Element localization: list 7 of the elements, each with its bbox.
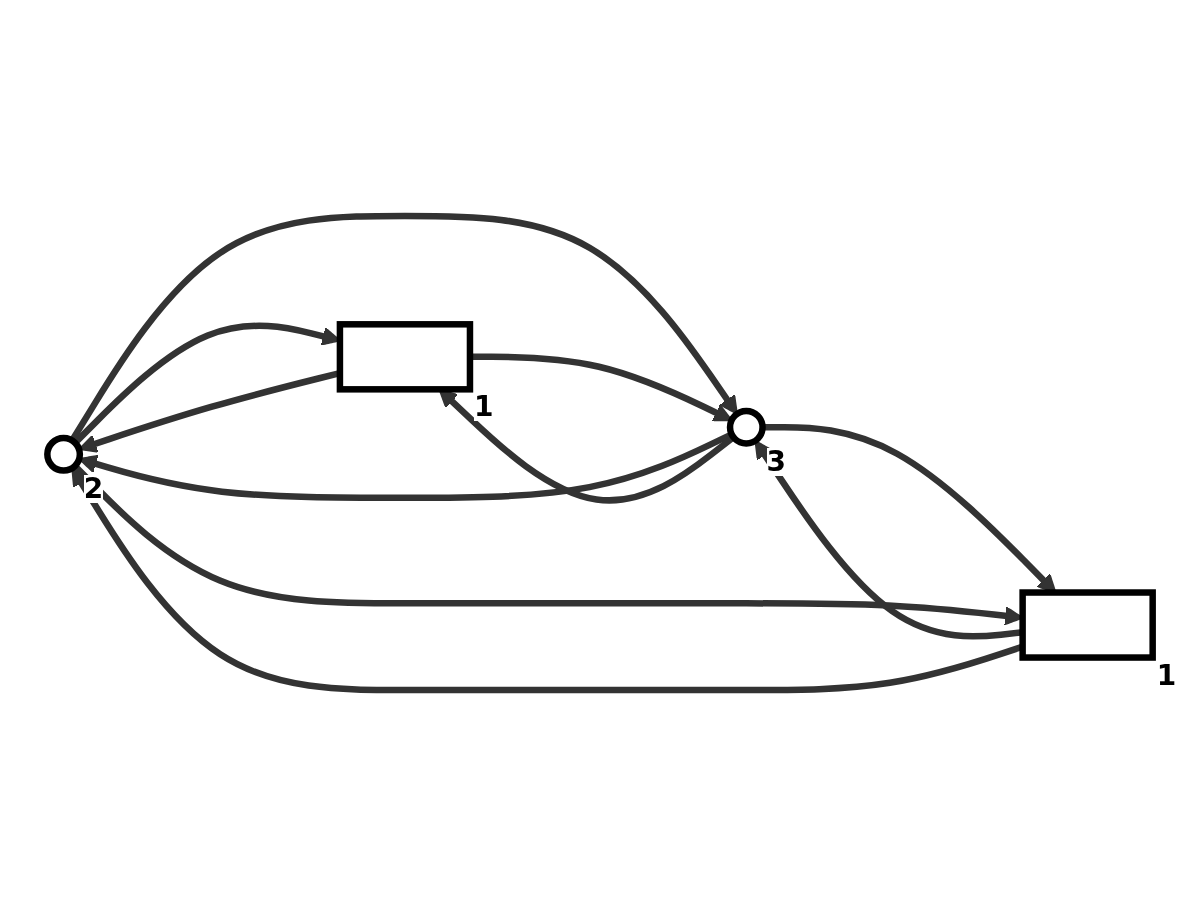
node-number: 2: [83, 474, 104, 503]
node-circle: [44, 434, 84, 474]
node-circle: [726, 407, 766, 447]
node-number: 1: [473, 393, 494, 422]
node-number: 3: [766, 447, 787, 476]
node-box: [336, 321, 474, 393]
node-box: [1019, 589, 1156, 661]
